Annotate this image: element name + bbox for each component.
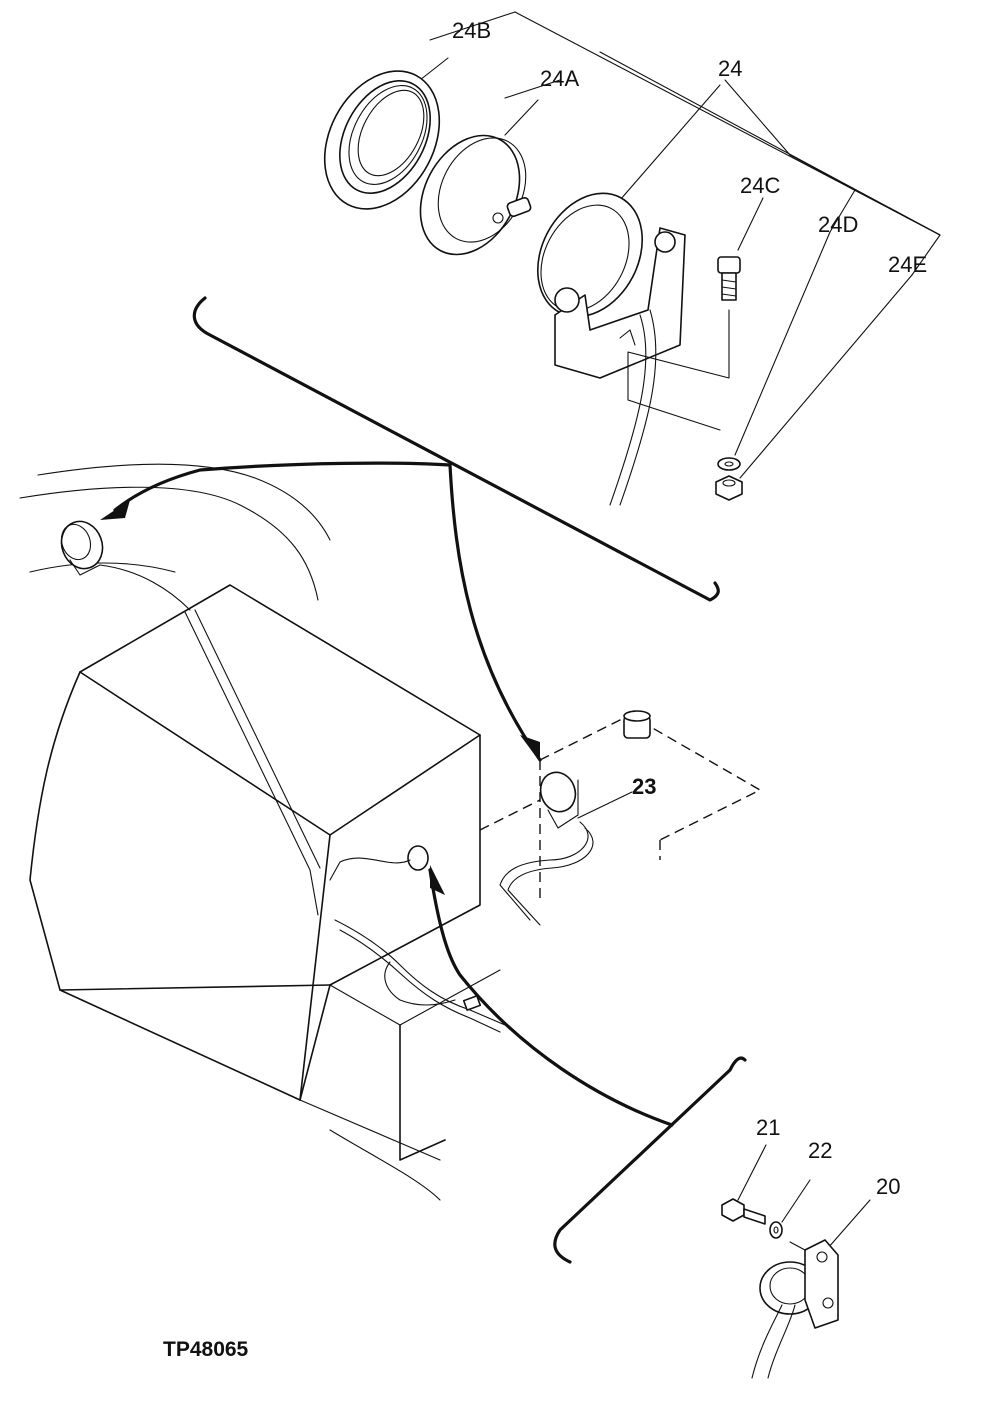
callout-21: 21	[756, 1115, 780, 1140]
part-24e-nut	[715, 475, 743, 501]
harness-below-cab	[334, 919, 506, 1033]
part-20-switch	[751, 1239, 839, 1379]
part-24b-bezel-ring	[323, 70, 441, 210]
callout-23: 23	[632, 774, 656, 799]
part-23-tank-light	[499, 771, 594, 926]
figure-id: TP48065	[163, 1338, 249, 1361]
part-24a-lamp-insert	[419, 134, 532, 256]
part-24-work-light	[536, 192, 686, 506]
part-24d-washer	[717, 457, 741, 471]
callout-24e: 24E	[888, 252, 927, 277]
machine-body-outline	[19, 463, 501, 1201]
top-callout-bracket	[100, 296, 720, 762]
callout-24a: 24A	[540, 66, 579, 91]
tank-outline	[479, 710, 762, 900]
part-24c-bolt	[627, 256, 741, 431]
assembly-leader-lines	[419, 11, 941, 1249]
bottom-callout-bracket	[428, 865, 747, 1264]
callout-24d: 24D	[818, 212, 858, 237]
part-21-screw	[721, 1198, 766, 1225]
callout-24b: 24B	[452, 18, 491, 43]
callout-20: 20	[876, 1174, 900, 1199]
callout-24: 24	[718, 56, 742, 81]
cab-lamp-socket	[329, 845, 429, 881]
part-22-washer	[769, 1221, 783, 1239]
left-light-assembly	[60, 520, 191, 611]
callout-24c: 24C	[740, 173, 780, 198]
callout-22: 22	[808, 1138, 832, 1163]
